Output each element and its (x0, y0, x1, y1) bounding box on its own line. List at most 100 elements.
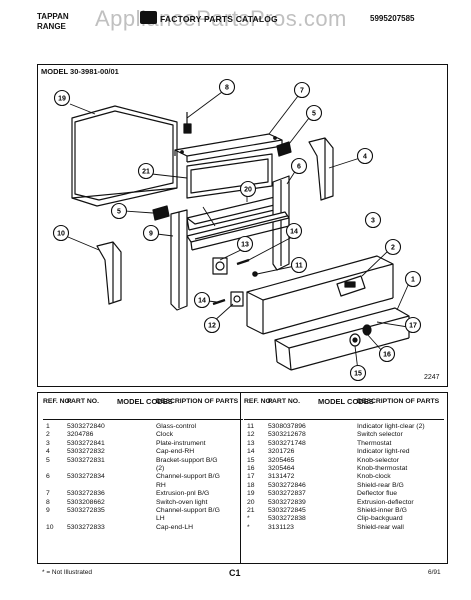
svg-text:1: 1 (411, 277, 415, 284)
header-ref-no: REF. NO. (43, 398, 72, 405)
callout-7: 7 (293, 81, 311, 99)
part-no-cell: 5303272838 (268, 515, 306, 523)
table-header-left: REF. NO. PART NO. MODEL CODES DESCRIPTIO… (43, 393, 243, 420)
description-cell: LH (156, 515, 165, 523)
header-part-no: PART NO. (67, 398, 99, 405)
ref-no-cell: * (247, 515, 250, 523)
table-row: RH (43, 482, 243, 490)
part-no-cell: 3201726 (268, 448, 295, 456)
svg-text:14: 14 (198, 298, 206, 305)
callout-17: 17 (404, 316, 422, 334)
ref-no-cell: 19 (247, 490, 255, 498)
svg-text:17: 17 (409, 323, 417, 330)
part-no-cell: 3131123 (268, 523, 294, 531)
svg-text:5: 5 (312, 111, 316, 118)
svg-text:4: 4 (363, 154, 367, 161)
part-no-cell: 5303272841 (67, 439, 105, 447)
ref-no-cell: 12 (247, 431, 255, 439)
svg-text:21: 21 (142, 169, 150, 176)
header-model-codes: MODEL CODES (318, 397, 374, 406)
callout-1: 1 (404, 270, 422, 288)
description-cell: Bracket-support B/G (156, 456, 218, 464)
ref-no-cell: 9 (46, 506, 50, 514)
parts-list-table: REF. NO. PART NO. MODEL CODES DESCRIPTIO… (37, 392, 448, 564)
part-no-cell: 3205465 (268, 456, 295, 464)
header-model-codes: MODEL CODES (117, 397, 173, 406)
catalog-number: 5995207585 (370, 14, 415, 23)
description-cell: Knob-thermostat (357, 464, 408, 472)
part-no-cell: 5303272835 (67, 506, 105, 514)
description-cell: Indicator light-red (357, 448, 410, 456)
part-no-cell: 5303272836 (67, 490, 105, 498)
model-number: MODEL 30-3981-00/01 (41, 67, 119, 76)
description-cell: Cap-end-RH (156, 448, 195, 456)
ref-no-cell: 7 (46, 490, 50, 498)
svg-text:15: 15 (354, 371, 362, 378)
description-cell: Shield-rear wall (357, 523, 404, 531)
callout-6: 6 (290, 157, 308, 175)
svg-text:9: 9 (149, 231, 153, 238)
part-no-cell: 5303272839 (268, 498, 306, 506)
callout-13: 13 (236, 235, 254, 253)
description-cell: Knob-clock (357, 473, 391, 481)
ref-no-cell: 15 (247, 456, 255, 464)
description-cell: Channel-support B/G (156, 473, 220, 481)
callout-9: 9 (142, 224, 160, 242)
part-no-cell: 5303272845 (268, 506, 306, 514)
table-row: * 5303272838 Clip-backguard (244, 515, 444, 523)
not-illustrated-note: * = Not Illustrated (42, 569, 93, 576)
svg-text:14: 14 (290, 229, 298, 236)
ref-no-cell: 14 (247, 448, 255, 456)
header-description: DESCRIPTION OF PARTS (357, 398, 440, 405)
part-no-cell: 3131472 (268, 473, 295, 481)
svg-text:8: 8 (225, 85, 229, 92)
ref-no-cell: 17 (247, 473, 255, 481)
description-cell: Switch-oven light (156, 498, 208, 506)
part-no-cell: 5303272834 (67, 473, 105, 481)
catalog-title: FACTORY PARTS CATALOG (160, 14, 278, 24)
description-cell: Clip-backguard (357, 515, 403, 523)
ref-no-cell: 11 (247, 423, 255, 430)
callout-5: 5 (305, 104, 323, 122)
svg-text:16: 16 (383, 352, 391, 359)
header-ref-no: REF. NO. (244, 398, 273, 405)
description-cell: Plate-instrument (156, 439, 206, 447)
callout-14: 14 (285, 222, 303, 240)
description-cell: Glass-control (156, 423, 197, 430)
part-no-cell: 5303272831 (67, 456, 105, 464)
part-inner-shield (186, 153, 273, 199)
callout-2: 2 (384, 238, 402, 256)
svg-text:12: 12 (208, 323, 216, 330)
description-cell: Shield-inner B/G (357, 506, 407, 514)
table-row: LH (43, 515, 243, 523)
part-channel-support-right (272, 175, 290, 271)
description-cell: Thermostat (357, 439, 392, 447)
description-cell: RH (156, 481, 166, 489)
table-row: 9 5303272835 Channel-support B/G (43, 507, 243, 515)
part-thermostat (212, 257, 228, 275)
part-no-cell: 3205464 (268, 464, 295, 472)
svg-text:20: 20 (244, 187, 252, 194)
ref-no-cell: 3 (46, 439, 50, 447)
ref-no-cell: 21 (247, 506, 255, 514)
table-row: 21 5303272845 Shield-inner B/G (244, 507, 444, 515)
callout-10: 10 (52, 224, 70, 242)
header-part-no: PART NO. (268, 398, 300, 405)
callout-8: 8 (218, 78, 236, 96)
part-no-cell: 5303272837 (268, 490, 306, 498)
part-indicator-clear (252, 271, 258, 277)
description-cell: Channel-support B/G (156, 506, 220, 514)
table-row: 17 3131472 Knob-clock (244, 473, 444, 481)
callout-20: 20 (239, 180, 257, 198)
part-no-cell: 5308037896 (268, 423, 306, 430)
